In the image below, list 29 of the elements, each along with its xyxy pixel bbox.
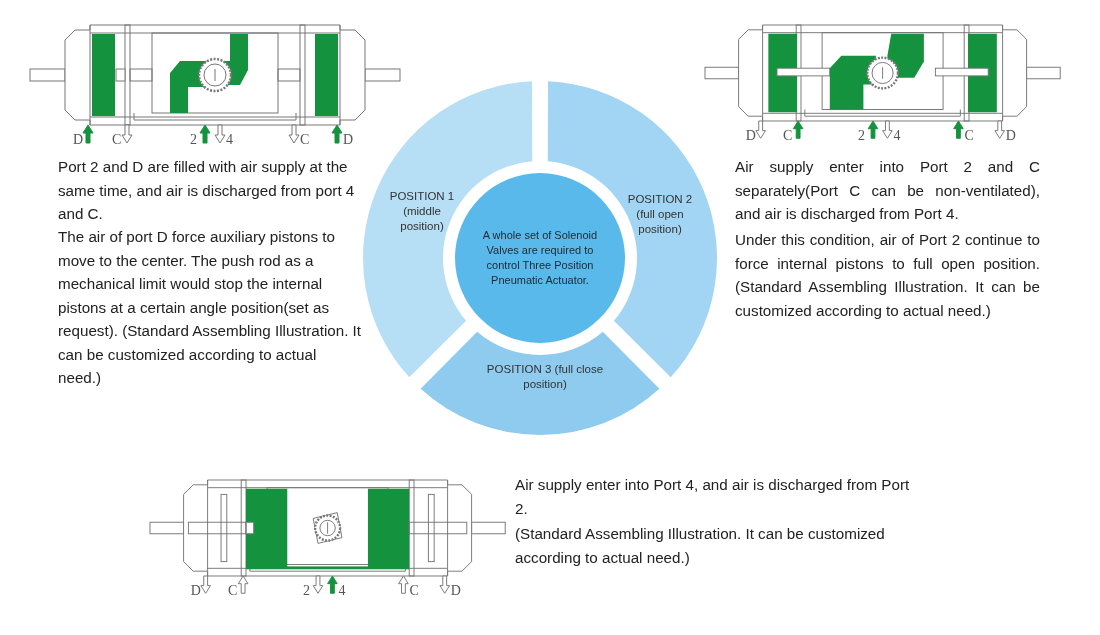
position-label: POSITION 2 (full open position) xyxy=(626,192,694,237)
position-label: POSITION 3 (full close position) xyxy=(485,362,605,392)
center-text: A whole set of Solenoid Valves are required to control Three Position Pneumatic Actuator. xyxy=(481,228,599,288)
description-text: The air of port D force auxiliary pistons to move to the center. The push rod as a mechanical limit would stop the internal pistons at a certain angle position(set as request). (Standard Assembling Illustration. It can be customized according to actual need.) xyxy=(58,227,363,388)
port-label: 4 xyxy=(893,128,901,143)
port-label: D xyxy=(73,133,84,147)
port-label: D xyxy=(1005,128,1016,143)
description-text: Air supply enter into Port 2 and C separately(Port C can be non-ventilated), and air is discharged from Port 4. xyxy=(735,157,1040,224)
port-label: C xyxy=(409,583,419,598)
port-label: 2 xyxy=(190,133,197,147)
port-label: D xyxy=(343,133,354,147)
port-label: 4 xyxy=(226,133,233,147)
port-label: 2 xyxy=(858,128,865,143)
port-label: C xyxy=(964,128,974,143)
description-text: (Standard Assembling Illustration. It can be customized according to actual need.) xyxy=(515,524,886,568)
description-text: Port 2 and D are filled with air supply at the same time, and air is discharged from port 4 and C. xyxy=(58,157,356,224)
port-label: D xyxy=(450,583,461,598)
port-label: C xyxy=(783,128,793,143)
port-label: D xyxy=(190,583,201,598)
description-text: Under this condition, air of Port 2 continue to force internal pistons to full open position. (Standard Assembling Illustration. It can be customized according to actual need.) xyxy=(735,230,1040,321)
port-label: D xyxy=(745,128,756,143)
port-label: 4 xyxy=(338,583,346,598)
port-label: C xyxy=(300,133,310,147)
description-text: Air supply enter into Port 4, and air is discharged from Port 2. xyxy=(515,475,911,519)
position-label: POSITION 1 (middle position) xyxy=(388,189,456,234)
port-label: 2 xyxy=(303,583,310,598)
port-label: C xyxy=(112,133,122,147)
center-circle xyxy=(455,173,625,343)
port-label: C xyxy=(228,583,238,598)
